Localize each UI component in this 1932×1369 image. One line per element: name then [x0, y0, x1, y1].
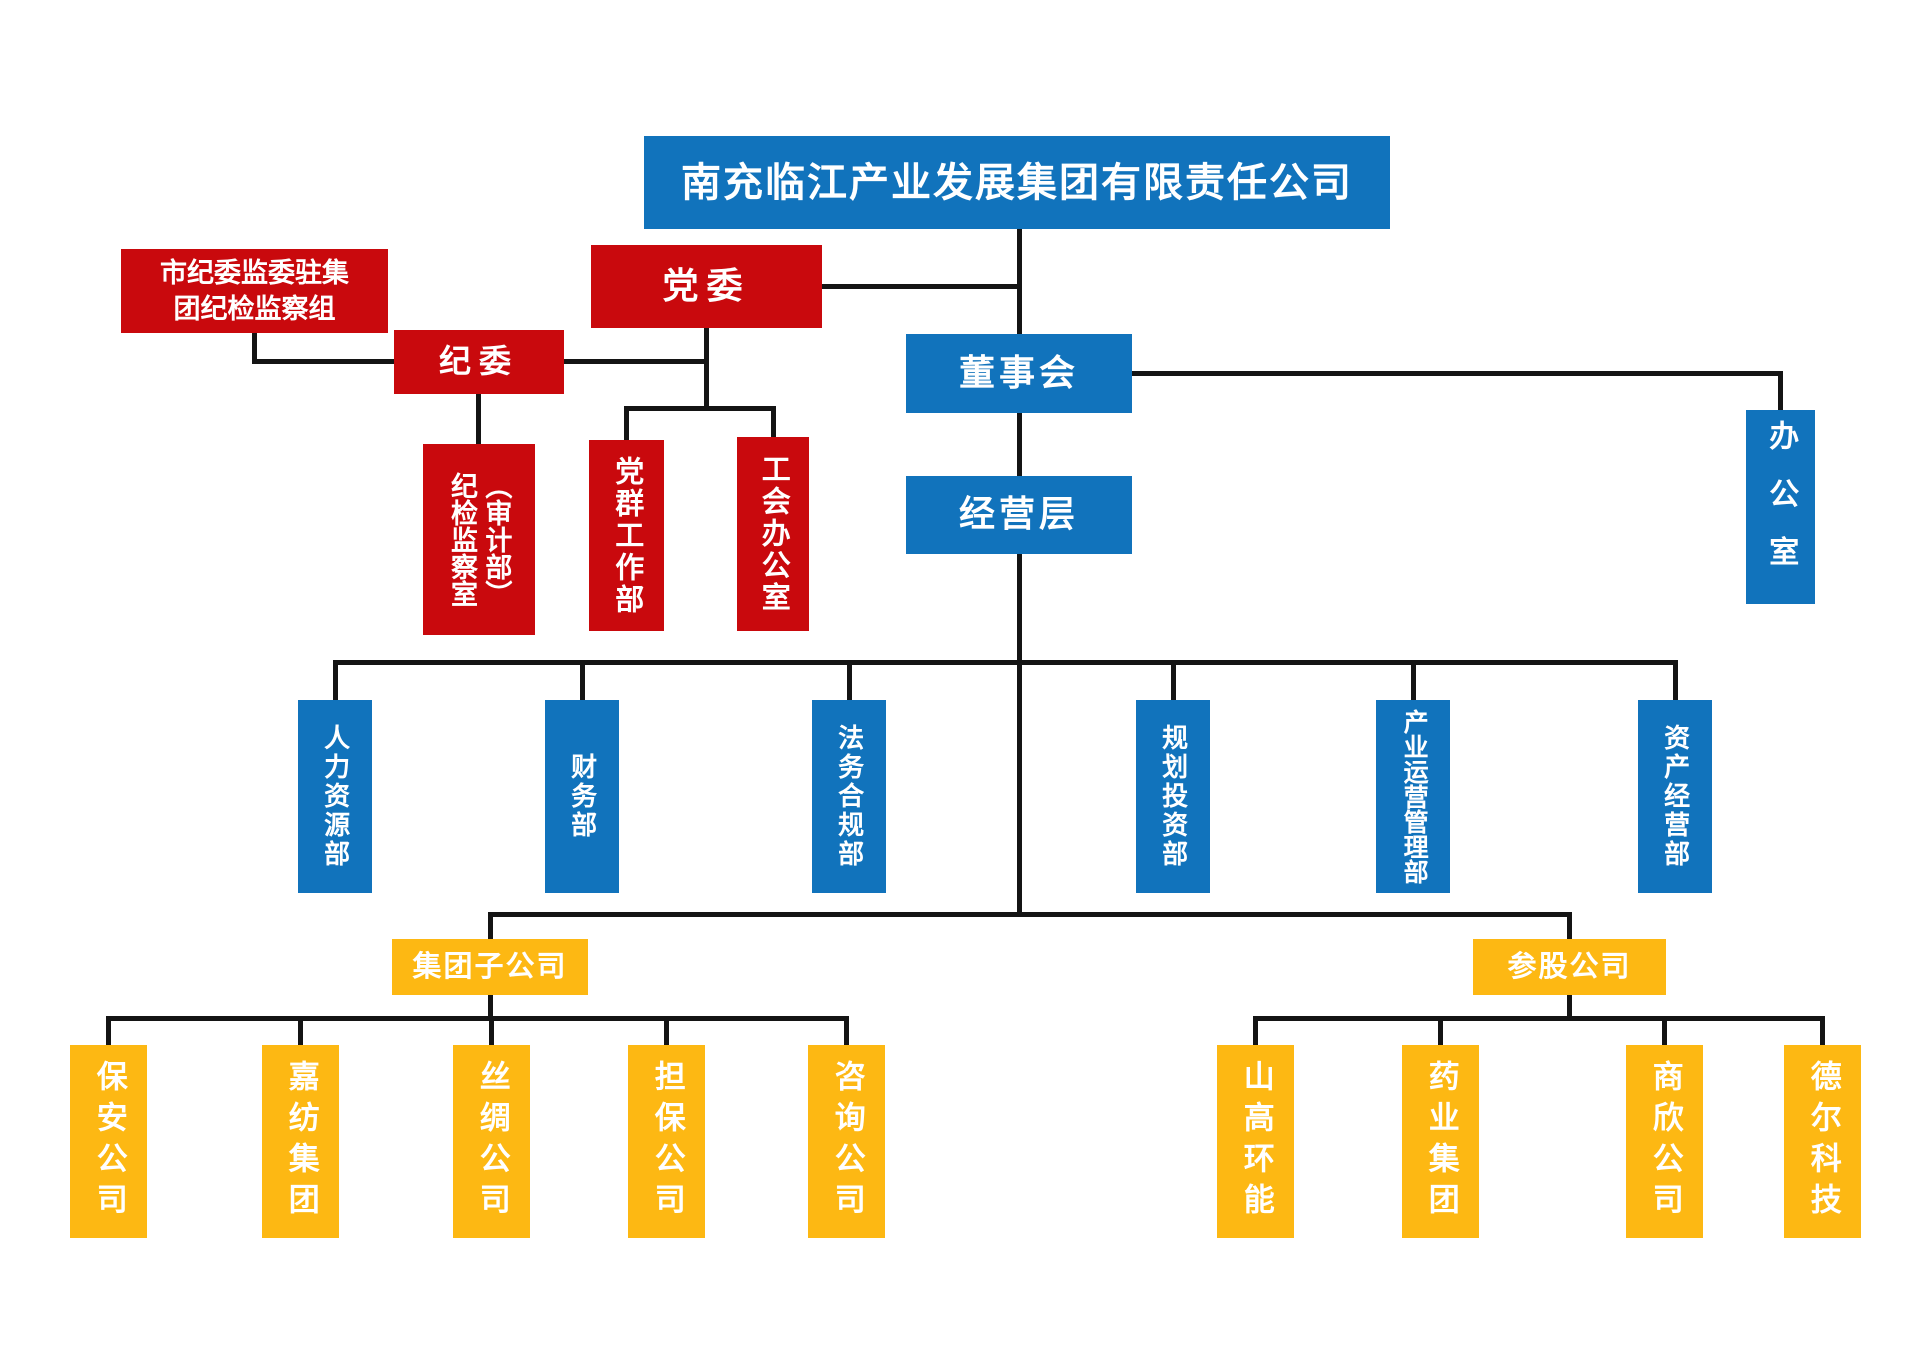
discipline-inspection-group-box: 市纪委监委驻集团纪检监察组: [121, 249, 388, 333]
connector-drop-dept-0: [333, 660, 338, 702]
connector-root-board: [1017, 229, 1022, 336]
connector-drop-hold-0: [1253, 1016, 1258, 1047]
subsidiary-security-box: 保安公司: [70, 1045, 147, 1238]
connector-party-branch-h: [624, 406, 776, 411]
connector-jiwei-party: [562, 359, 709, 364]
discipline-supervision-office-box: 纪检监察室 （审计部）: [423, 444, 535, 635]
connector-drop-holdhdr: [1567, 912, 1572, 941]
party-masses-dept-box: 党群工作部: [589, 440, 664, 631]
holding-pharma-box: 药业集团: [1402, 1045, 1479, 1238]
connector-drop-hold-1: [1438, 1016, 1443, 1047]
union-office-box: 工会办公室: [737, 437, 809, 631]
discipline-committee-box: 纪委: [394, 330, 564, 394]
connector-drop-ghbgs: [771, 406, 776, 439]
connector-board-management: [1017, 411, 1022, 478]
connector-drop-sub-1: [298, 1016, 303, 1047]
connector-jwgrp-down: [252, 331, 257, 364]
connector-drop-dept-1: [580, 660, 585, 702]
subsidiary-consulting-box: 咨询公司: [808, 1045, 885, 1238]
subsidiary-silk-box: 丝绸公司: [453, 1045, 530, 1238]
dept-planning-investment-box: 规划投资部: [1136, 700, 1210, 893]
management-layer-box: 经营层: [906, 476, 1132, 554]
connector-drop-dept-5: [1673, 660, 1678, 702]
holdings-header-box: 参股公司: [1473, 939, 1666, 995]
holding-shangxin-box: 商欣公司: [1626, 1045, 1703, 1238]
board-of-directors-box: 董事会: [906, 334, 1132, 413]
party-committee-box: 党委: [591, 245, 822, 328]
subsidiary-textile-box: 嘉纺集团: [262, 1045, 339, 1238]
company-root-box: 南充临江产业发展集团有限责任公司: [644, 136, 1390, 229]
holding-shangao-box: 山高环能: [1217, 1045, 1294, 1238]
connector-trunk-vertical: [1017, 552, 1022, 916]
dept-finance-box: 财务部: [545, 700, 619, 893]
connector-board-office-v: [1778, 371, 1783, 412]
connector-drop-sub-3: [664, 1016, 669, 1047]
connector-drop-subhdr: [488, 912, 493, 941]
connector-drop-sub-0: [106, 1016, 111, 1047]
discipline-supervision-office-main-label: 纪检监察室: [447, 472, 477, 607]
dept-asset-management-box: 资产经营部: [1638, 700, 1712, 893]
connector-drop-sub-4: [844, 1016, 849, 1047]
connector-jiwei-jjjcs: [476, 392, 481, 446]
connector-drop-dept-4: [1411, 660, 1416, 702]
connector-drop-hold-3: [1820, 1016, 1825, 1047]
connector-hold-rail: [1253, 1016, 1825, 1021]
connector-board-office-h: [1130, 371, 1783, 376]
connector-group-rail: [488, 912, 1572, 917]
subsidiaries-header-box: 集团子公司: [392, 939, 588, 995]
dept-human-resources-box: 人力资源部: [298, 700, 372, 893]
general-office-box: 办公室: [1746, 410, 1815, 604]
connector-holdhdr-down: [1567, 993, 1572, 1021]
connector-drop-dept-2: [847, 660, 852, 702]
discipline-supervision-office-sub-label: （审计部）: [481, 472, 512, 607]
connector-drop-hold-2: [1662, 1016, 1667, 1047]
connector-sub-rail: [106, 1016, 849, 1021]
connector-drop-dqgzb: [624, 406, 629, 442]
connector-jwgrp-jiwei: [252, 359, 396, 364]
connector-drop-dept-3: [1171, 660, 1176, 702]
holding-deer-tech-box: 德尔科技: [1784, 1045, 1861, 1238]
connector-party-down: [704, 326, 709, 411]
connector-party-trunk: [820, 284, 1022, 289]
subsidiary-guarantee-box: 担保公司: [628, 1045, 705, 1238]
connector-dept-rail: [333, 660, 1678, 665]
connector-drop-sub-2: [489, 1016, 494, 1047]
dept-industry-operation-box: 产业运营管理部: [1376, 700, 1450, 893]
connector-subhdr-down: [488, 993, 493, 1021]
dept-legal-compliance-box: 法务合规部: [812, 700, 886, 893]
